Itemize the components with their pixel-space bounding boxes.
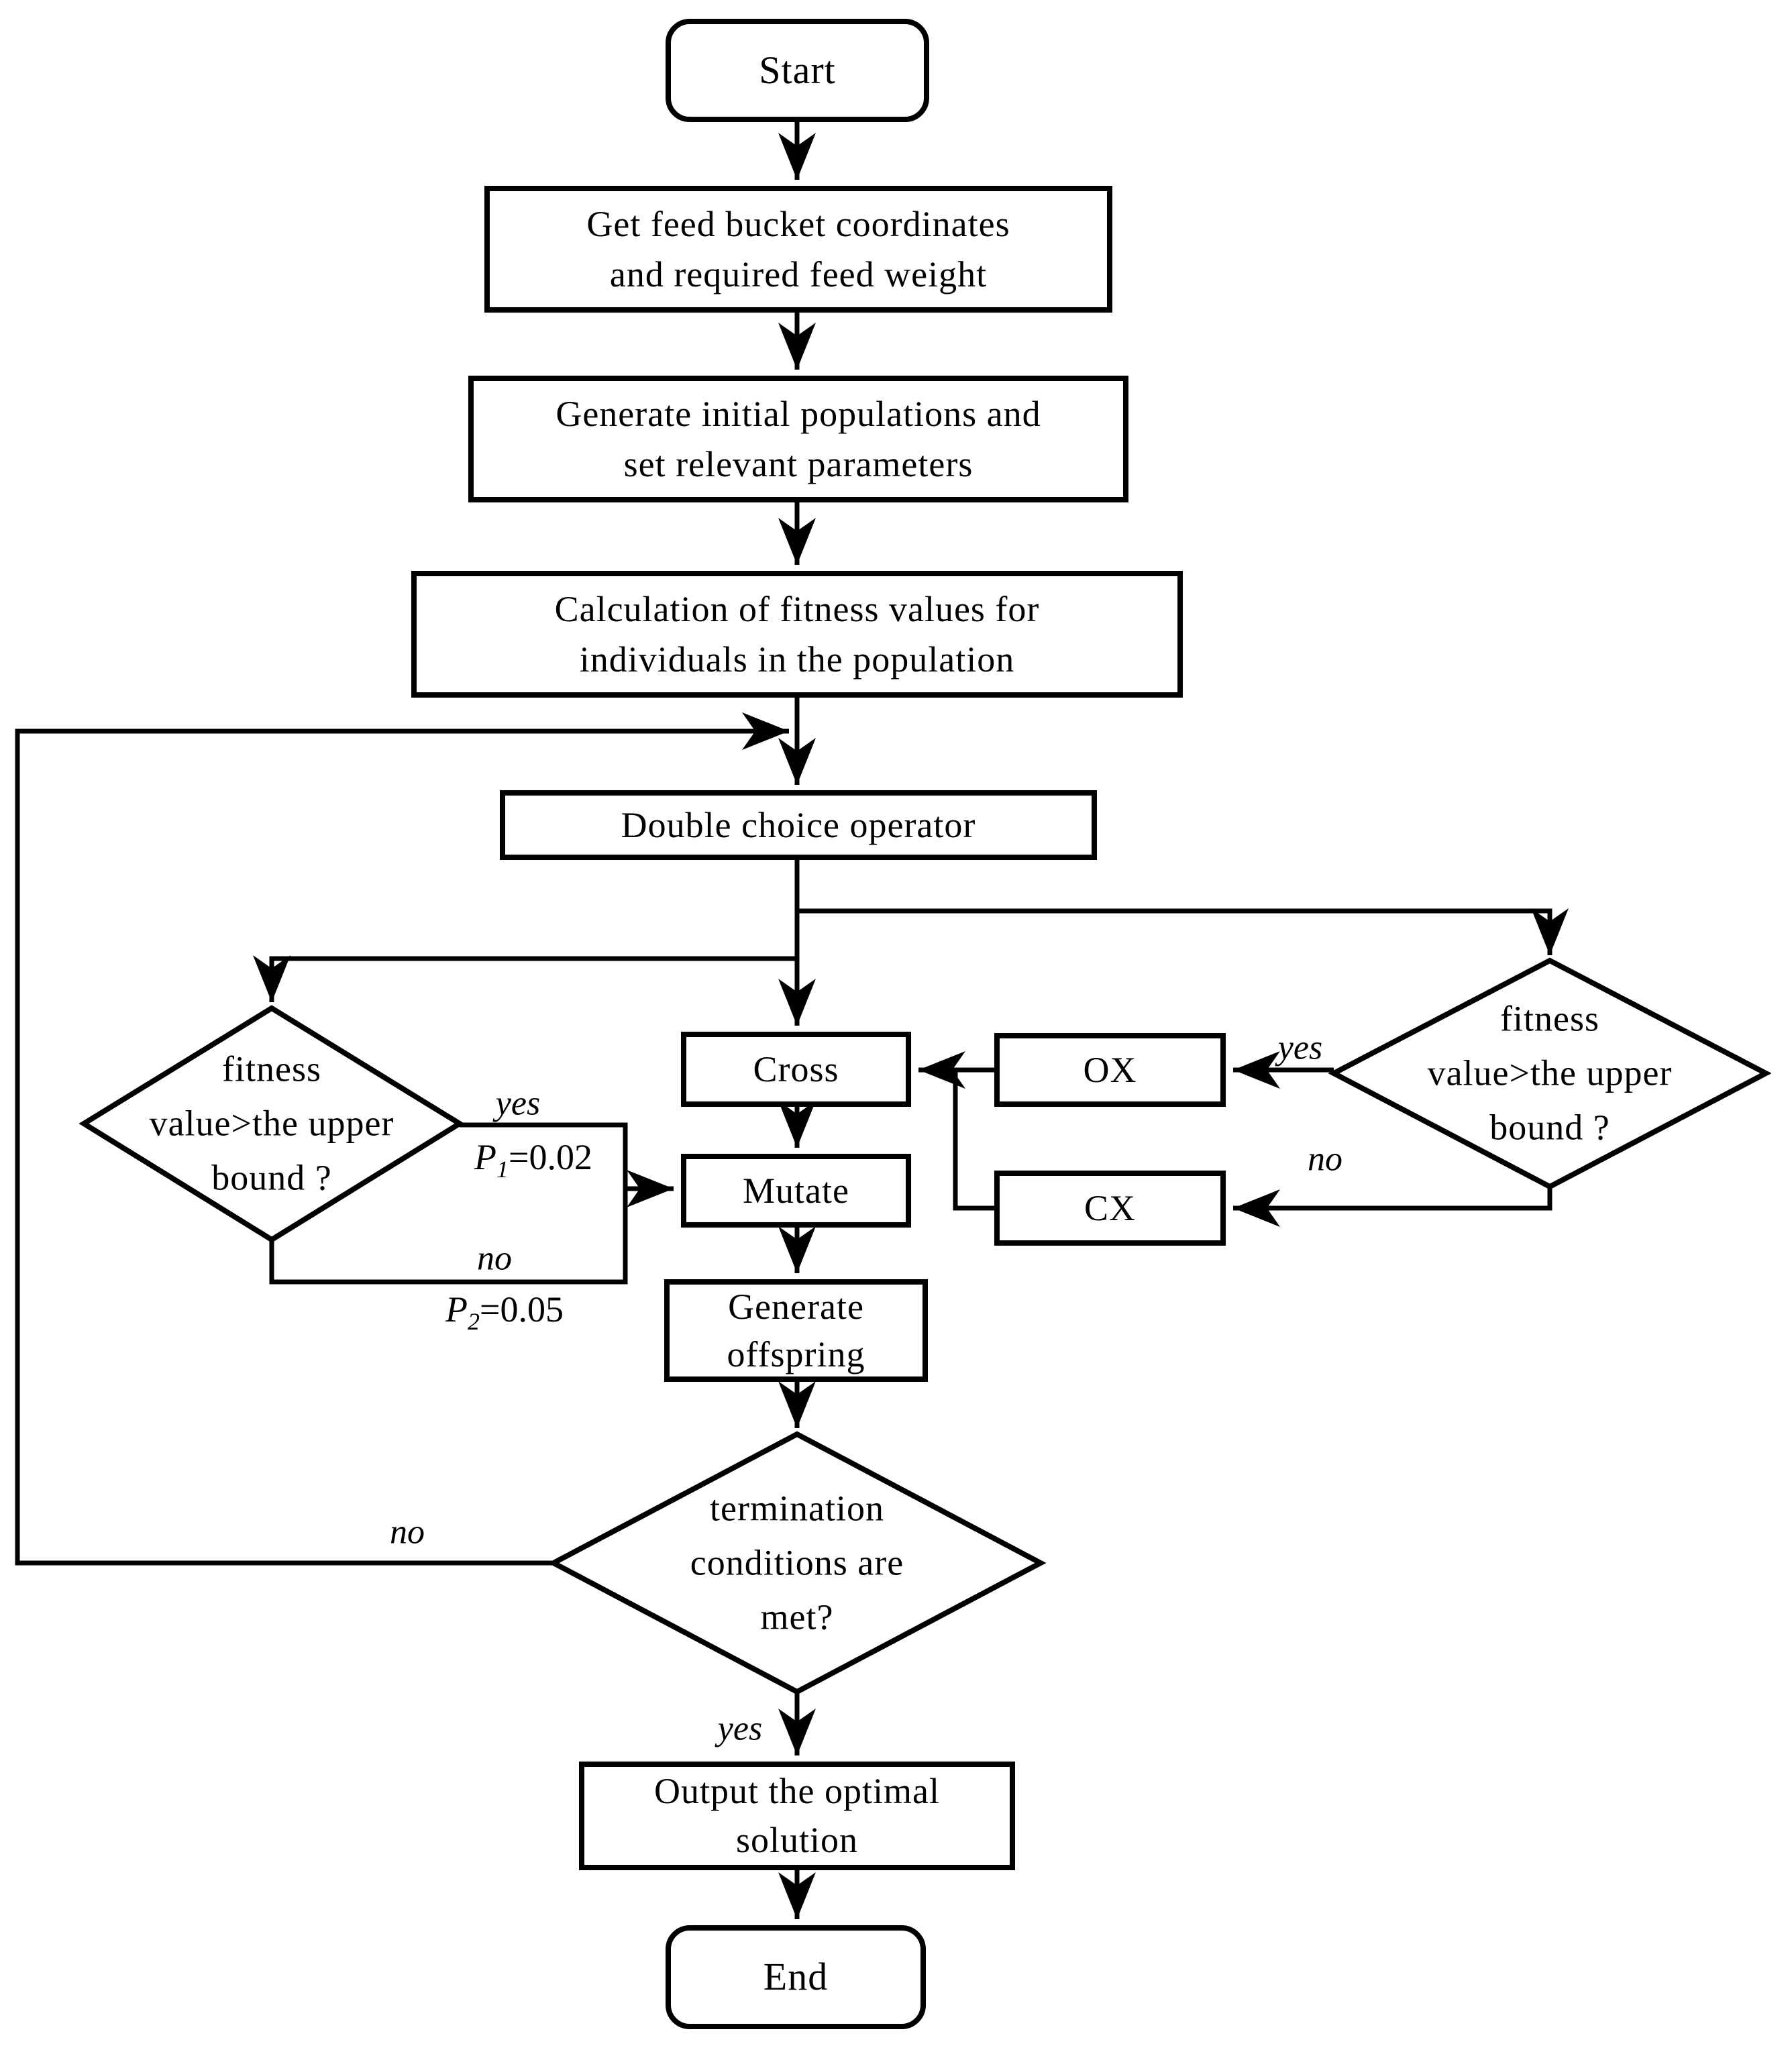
edge-double-to-left-decision (253, 955, 797, 1002)
label-right-no: no (1308, 1140, 1342, 1179)
termination-decision-text: termination conditions are met? (690, 1482, 904, 1645)
node-ox: OX (994, 1033, 1226, 1107)
termination-decision-shape (547, 1431, 1047, 1695)
node-mutate-label: Mutate (743, 1170, 849, 1211)
edge-cx-join (953, 1068, 994, 1211)
right-decision-shape (1328, 957, 1772, 1190)
termination-line3: met? (760, 1597, 834, 1637)
right-decision-text: fitness value>the upper bound ? (1428, 992, 1673, 1155)
label-termination-no: no (390, 1513, 425, 1552)
node-generate-initial: Generate initial populations and set rel… (468, 376, 1128, 502)
node-generate-offspring-line1: Generate (728, 1287, 864, 1328)
node-calc-fitness: Calculation of fitness values for indivi… (411, 571, 1183, 698)
right-decision-line3: bound ? (1489, 1107, 1610, 1148)
node-ox-label: OX (1083, 1049, 1137, 1090)
node-start: Start (666, 19, 929, 122)
node-generate-offspring: Generate offspring (664, 1279, 928, 1382)
node-start-label: Start (759, 48, 836, 92)
node-output-line1: Output the optimal (654, 1771, 940, 1812)
right-decision-line2: value>the upper (1427, 1052, 1673, 1093)
node-cx-label: CX (1084, 1187, 1136, 1228)
edge-termination-no-loop (15, 712, 789, 1566)
termination-line2: conditions are (690, 1542, 904, 1583)
node-get-feed-line1: Get feed bucket coordinates (586, 203, 1010, 244)
node-get-feed-line2: and required feed weight (609, 254, 988, 294)
left-decision-shape (78, 1005, 465, 1243)
label-p1-value: =0.02 (509, 1137, 592, 1178)
label-termination-yes: yes (717, 1709, 763, 1748)
label-right-yes: yes (1277, 1028, 1323, 1067)
termination-line1: termination (710, 1488, 884, 1529)
left-decision-line1: fitness (221, 1048, 321, 1089)
left-decision-line2: value>the upper (149, 1103, 394, 1144)
node-cross: Cross (681, 1032, 911, 1107)
label-p2: P2=0.05 (445, 1289, 564, 1336)
edge-right-decision-no-to-cx (1233, 1187, 1552, 1227)
label-left-yes: yes (495, 1084, 541, 1123)
left-decision-text: fitness value>the upper bound ? (150, 1042, 394, 1205)
node-output: Output the optimal solution (579, 1762, 1015, 1870)
label-p2-value: =0.05 (480, 1289, 564, 1330)
node-double-choice: Double choice operator (500, 790, 1097, 860)
node-end: End (666, 1925, 926, 2029)
node-cx: CX (994, 1171, 1226, 1246)
edge-left-decision-paths (269, 1122, 628, 1285)
node-output-line2: solution (735, 1820, 859, 1860)
label-p2-symbol: P (445, 1289, 468, 1330)
node-calc-fitness-line1: Calculation of fitness values for (554, 588, 1040, 629)
left-decision-line3: bound ? (211, 1157, 332, 1198)
node-end-label: End (763, 1955, 829, 1999)
node-generate-initial-line1: Generate initial populations and (556, 393, 1041, 434)
label-p1-subscript: 1 (496, 1155, 509, 1183)
label-p1-symbol: P (474, 1137, 497, 1178)
label-p1: P1=0.02 (474, 1136, 592, 1183)
right-decision-line1: fitness (1499, 998, 1599, 1039)
node-calc-fitness-line2: individuals in the population (579, 639, 1015, 680)
node-double-choice-label: Double choice operator (621, 804, 976, 845)
label-left-no: no (477, 1239, 512, 1278)
label-p2-subscript: 2 (468, 1307, 480, 1335)
node-generate-initial-line2: set relevant parameters (623, 443, 973, 484)
node-get-feed: Get feed bucket coordinates and required… (484, 186, 1112, 313)
node-mutate: Mutate (681, 1154, 911, 1228)
node-generate-offspring-line2: offspring (727, 1334, 865, 1374)
edge-double-to-right-decision (797, 908, 1569, 955)
node-cross-label: Cross (753, 1048, 839, 1089)
